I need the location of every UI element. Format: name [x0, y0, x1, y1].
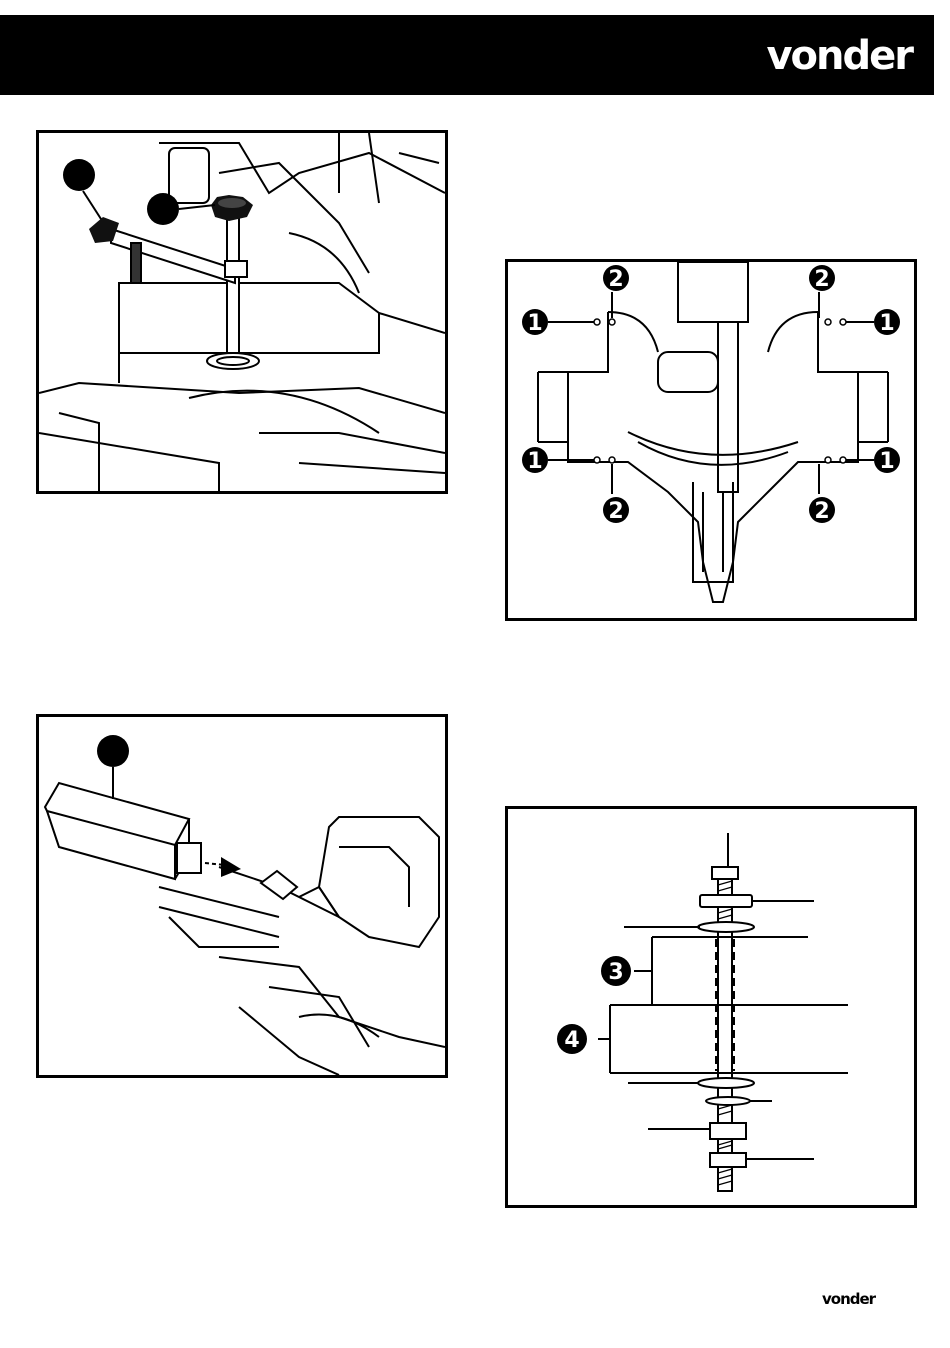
callout-dot-b [147, 193, 179, 225]
callout-dot-a [63, 159, 95, 191]
callout-label-1: 1 [879, 449, 894, 474]
base-illustration: 1 1 1 1 2 2 2 2 [508, 262, 914, 618]
dust-bag-illustration [39, 717, 445, 1075]
brand-logo: vonder [766, 33, 912, 79]
callout-dot-c [97, 735, 129, 767]
callout-label-1: 1 [879, 311, 894, 336]
figure-dust-bag [36, 714, 448, 1078]
callout-label-4: 4 [564, 1028, 579, 1053]
callout-label-1: 1 [527, 311, 542, 336]
callout-label-2: 2 [608, 267, 623, 292]
callout-label-3: 3 [608, 960, 623, 985]
figure-bolt-assembly: 3 4 [505, 806, 917, 1208]
callout-label-2: 2 [814, 499, 829, 524]
figure-base-mounting: 1 1 1 1 2 2 2 2 [505, 259, 917, 621]
callout-label-1: 1 [527, 449, 542, 474]
footer-brand-logo: vonder [822, 1290, 875, 1308]
figure-clamp [36, 130, 448, 494]
clamp-illustration [39, 133, 445, 491]
callout-label-2: 2 [608, 499, 623, 524]
header-bar: vonder [0, 15, 934, 95]
callout-label-2: 2 [814, 267, 829, 292]
bolt-illustration: 3 4 [508, 809, 914, 1205]
